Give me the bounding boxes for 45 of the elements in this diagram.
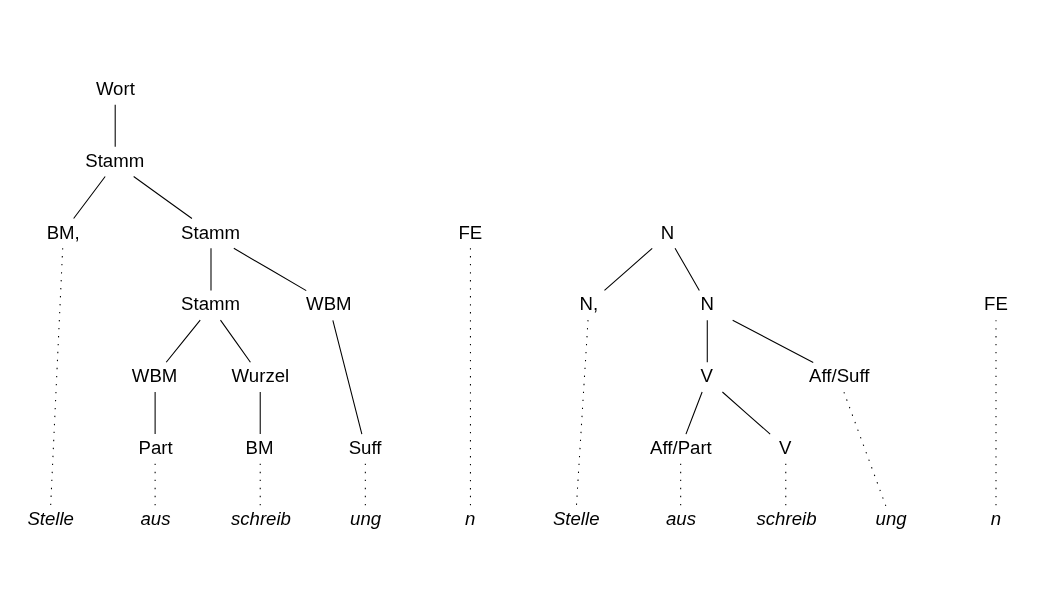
node-text: Stelle [27,507,74,529]
node-text: Suff [348,437,382,459]
node-text: N, [579,293,599,315]
connector [706,319,708,363]
node-text: ung [350,507,382,529]
node-text: Aff/Part [650,437,712,459]
node-text: n [465,507,476,529]
node-text: N [660,221,675,243]
node-text: Stamm [181,221,240,243]
node-text: aus [666,507,697,529]
node-text: schreib [230,507,291,529]
node-text: V [700,365,714,387]
node-text: N [700,293,715,315]
node-text: FE [984,293,1008,315]
node-text: Aff/Suff [809,365,870,387]
node-text: FE [458,221,483,243]
node-text: Stamm [85,149,145,171]
connector [233,247,307,292]
node-text: V [779,437,792,459]
node-text: Wort [95,77,135,99]
node-text: aus [140,507,171,529]
node-text: Stamm [181,293,240,315]
node-text: ung [875,507,907,529]
node-text: WBM [306,293,352,315]
connector [685,391,703,435]
connector [219,319,251,363]
connector [332,319,363,435]
connector [732,319,814,363]
connector [259,391,261,435]
node-text: BM [245,437,274,459]
connector [843,391,887,507]
node-text: BM, [46,221,80,243]
node-text: WBM [131,365,178,387]
connector [721,391,771,435]
node-text: n [990,507,1002,529]
connector [73,175,106,220]
node-text: schreib [756,507,817,529]
node-text: Stelle [552,507,600,529]
connector [674,247,700,291]
connector [165,319,201,363]
connector [133,175,193,220]
connector [603,247,653,291]
node-text: Part [138,437,173,459]
node-text: Wurzel [231,365,290,387]
connector [114,104,116,148]
